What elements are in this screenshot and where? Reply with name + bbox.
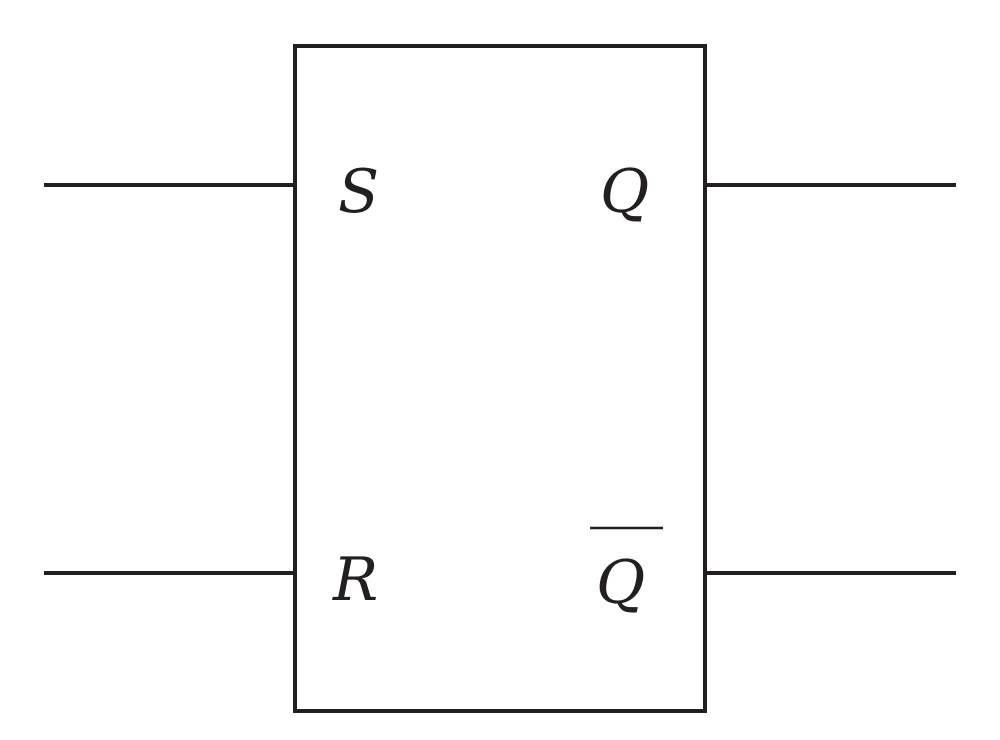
output-label-q: Q: [600, 157, 649, 227]
input-label-r: R: [332, 545, 378, 615]
output-label-q-bar: Q: [596, 548, 645, 618]
latch-box: [293, 44, 707, 713]
input-label-s: S: [338, 157, 379, 227]
